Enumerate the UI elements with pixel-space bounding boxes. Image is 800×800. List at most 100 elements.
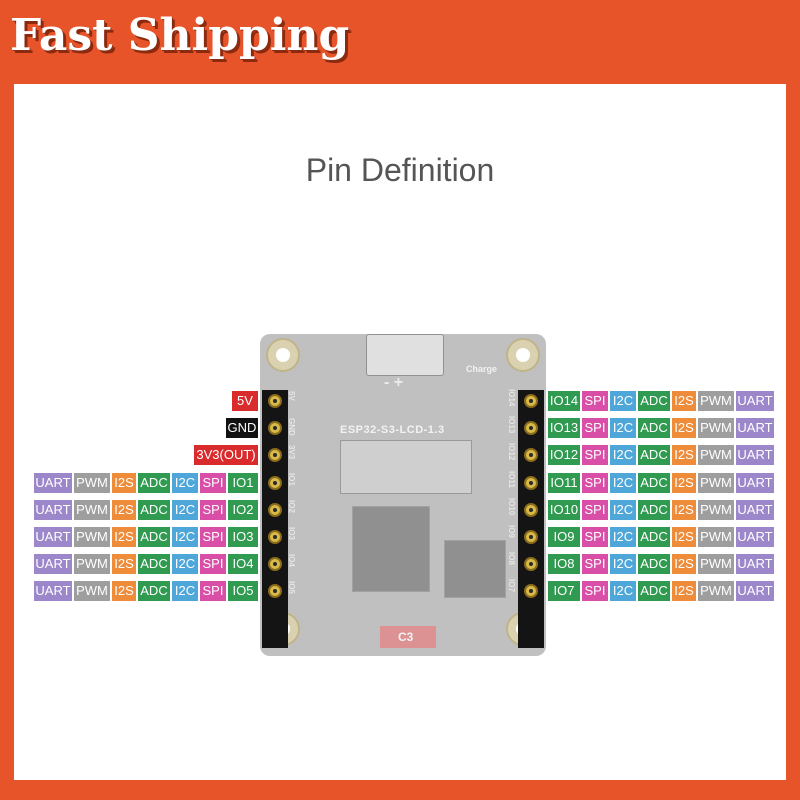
left-pin-io5-tag-spi: SPI	[200, 581, 226, 602]
right-pin-io12-tag-i2c: I2C	[610, 445, 636, 466]
board-name-label: ESP32-S3-LCD-1.3	[340, 424, 445, 436]
left-pin-io1-tag-adc: ADC	[138, 472, 170, 493]
mount-hole-top-left	[266, 338, 300, 372]
right-header-label: IO8	[507, 552, 516, 566]
left-pin-io2-tag-adc: ADC	[138, 499, 170, 520]
left-pin-io4-tag-adc: ADC	[138, 554, 170, 575]
left-pin-io1-tag-io1: IO1	[228, 472, 258, 493]
capacitor-c3	[380, 626, 436, 648]
right-pin-io10-tag-i2s: I2S	[672, 499, 696, 520]
left-header-label: GND	[287, 418, 296, 436]
left-pin-io1-tag-spi: SPI	[200, 472, 226, 493]
left-pin-io2-tag-i2c: I2C	[172, 499, 198, 520]
left-pin-3v3-out-tag-3v3-out: 3V3(OUT)	[194, 445, 258, 466]
left-pin-io1-tag-uart: UART	[34, 472, 72, 493]
left-pin-io3-tag-io3: IO3	[228, 527, 258, 547]
left-pin-io5-tag-adc: ADC	[138, 581, 170, 602]
left-pin-io4-tag-pwm: PWM	[74, 554, 110, 575]
right-pin-io13-tag-pwm: PWM	[698, 418, 734, 439]
right-pin-io8-tag-pwm: PWM	[698, 554, 734, 575]
right-header-pin-io12	[524, 448, 538, 463]
charge-label: Charge	[466, 364, 498, 374]
right-header-label: IO12	[507, 443, 516, 461]
right-header-pin-io11	[524, 475, 538, 490]
right-pin-io11-tag-pwm: PWM	[698, 472, 734, 493]
left-pin-io3-tag-pwm: PWM	[74, 527, 110, 547]
right-header-pin-io7	[524, 584, 538, 599]
right-header-label: IO11	[507, 470, 516, 488]
right-header-pin-io9	[524, 530, 538, 544]
right-pin-io9-tag-i2c: I2C	[610, 527, 636, 547]
left-header-label: 3V3	[287, 445, 296, 460]
right-pin-io7-tag-i2s: I2S	[672, 581, 696, 602]
right-pin-io14-tag-uart: UART	[736, 391, 774, 411]
left-header-label: IO4	[287, 554, 296, 568]
right-pin-io13-tag-io13: IO13	[548, 418, 580, 439]
left-pin-io3-tag-uart: UART	[34, 527, 72, 547]
right-header-pin-io10	[524, 502, 538, 517]
left-header-label: IO1	[287, 472, 296, 486]
right-header-label: IO9	[507, 525, 516, 538]
left-pin-io4-tag-i2s: I2S	[112, 554, 136, 575]
left-pin-io1-tag-i2c: I2C	[172, 472, 198, 493]
right-pin-io14-tag-i2c: I2C	[610, 391, 636, 411]
right-pin-io11-tag-spi: SPI	[582, 472, 608, 493]
right-pin-io11-tag-adc: ADC	[638, 472, 670, 493]
right-pin-io10-tag-uart: UART	[736, 499, 774, 520]
right-pin-io9-tag-spi: SPI	[582, 527, 608, 547]
left-pin-io3-tag-i2c: I2C	[172, 527, 198, 547]
left-pin-io3-tag-adc: ADC	[138, 527, 170, 547]
right-pin-io11-tag-i2s: I2S	[672, 472, 696, 493]
right-pin-io7-tag-spi: SPI	[582, 581, 608, 602]
sd-card-slot	[340, 440, 472, 494]
right-pin-io7-tag-i2c: I2C	[610, 581, 636, 602]
battery-connector	[366, 334, 444, 376]
mount-hole-top-right	[506, 338, 540, 372]
left-header-pin-io2	[268, 502, 282, 517]
left-pin-gnd-tag-gnd: GND	[226, 418, 258, 439]
right-pin-io7-tag-uart: UART	[736, 581, 774, 602]
board-image	[260, 334, 546, 656]
right-pin-io14-tag-spi: SPI	[582, 391, 608, 411]
left-pin-io4-tag-i2c: I2C	[172, 554, 198, 575]
esp32-module	[352, 506, 430, 592]
right-pin-io11-tag-i2c: I2C	[610, 472, 636, 493]
left-pin-io5-tag-io5: IO5	[228, 581, 258, 602]
right-pin-io12-tag-pwm: PWM	[698, 445, 734, 466]
left-pin-io4-tag-uart: UART	[34, 554, 72, 575]
left-pin-io3-tag-i2s: I2S	[112, 527, 136, 547]
left-pin-io5-tag-i2s: I2S	[112, 581, 136, 602]
left-pin-5v-tag-5v: 5V	[232, 391, 258, 411]
right-pin-io9-tag-io9: IO9	[548, 527, 580, 547]
left-header-label: IO5	[287, 581, 296, 595]
right-pin-io9-tag-adc: ADC	[638, 527, 670, 547]
right-pin-io12-tag-spi: SPI	[582, 445, 608, 466]
right-pin-io14-tag-adc: ADC	[638, 391, 670, 411]
right-pin-io13-tag-uart: UART	[736, 418, 774, 439]
right-pin-io10-tag-spi: SPI	[582, 499, 608, 520]
left-header-pin-5v	[268, 394, 282, 408]
right-pin-io12-tag-adc: ADC	[638, 445, 670, 466]
right-header-pin-io13	[524, 421, 538, 436]
right-pin-io7-tag-adc: ADC	[638, 581, 670, 602]
left-header-pin-io3	[268, 530, 282, 544]
right-pin-io14-tag-io14: IO14	[548, 391, 580, 411]
left-pin-io5-tag-pwm: PWM	[74, 581, 110, 602]
right-header-label: IO14	[507, 389, 516, 407]
chip	[444, 540, 506, 598]
left-pin-io3-tag-spi: SPI	[200, 527, 226, 547]
left-header-label: 5V	[287, 391, 296, 401]
right-pin-io8-tag-spi: SPI	[582, 554, 608, 575]
right-pin-io8-tag-io8: IO8	[548, 554, 580, 575]
right-pin-io13-tag-spi: SPI	[582, 418, 608, 439]
right-pin-io11-tag-uart: UART	[736, 472, 774, 493]
left-header-label: IO2	[287, 499, 296, 513]
right-pin-io13-tag-i2s: I2S	[672, 418, 696, 439]
left-header-pin-io4	[268, 557, 282, 572]
right-header-label: IO10	[507, 497, 516, 516]
left-pin-io2-tag-uart: UART	[34, 499, 72, 520]
right-header-pin-io8	[524, 557, 538, 572]
right-pin-io10-tag-pwm: PWM	[698, 499, 734, 520]
left-pin-io2-tag-i2s: I2S	[112, 499, 136, 520]
right-header-label: IO13	[507, 416, 516, 434]
